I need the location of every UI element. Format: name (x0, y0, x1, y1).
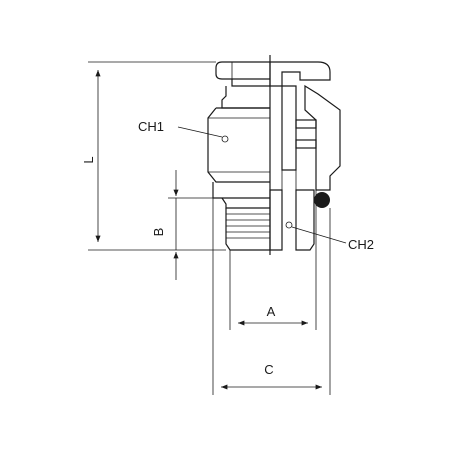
dimension-b: B (151, 170, 213, 280)
ch1-label: CH1 (138, 119, 164, 134)
body-shoulder (221, 86, 270, 109)
leaders: CH1 CH2 (138, 119, 374, 252)
collet-neck (231, 79, 270, 87)
dim-c-label: C (264, 362, 273, 377)
body-neck (212, 182, 270, 199)
cap-section (269, 61, 331, 87)
hex-center-mark (221, 135, 229, 143)
dim-l-label: L (81, 156, 96, 163)
dimension-a: A (229, 190, 317, 330)
ch2-label: CH2 (348, 237, 374, 252)
dim-a-label: A (267, 304, 276, 319)
stem-section (295, 189, 315, 251)
ch1-leader (177, 126, 223, 138)
body-wall-section (304, 84, 341, 191)
gripper-ring (295, 119, 317, 129)
o-ring (314, 192, 330, 208)
gripper-ring-2 (295, 139, 317, 149)
stem-center-mark (285, 221, 293, 229)
groove (221, 197, 270, 209)
fitting-exterior-half (207, 61, 270, 251)
hex-nut-ch1 (207, 107, 270, 183)
dim-b-label: B (151, 228, 166, 237)
dimension-c: C (212, 198, 331, 395)
fitting-section-half (269, 55, 341, 255)
collet-head (215, 61, 270, 80)
collet-finger-section (281, 85, 297, 171)
stem-inner-section (269, 189, 283, 251)
dimension-l: L (81, 61, 226, 251)
ch2-leader (291, 226, 347, 244)
